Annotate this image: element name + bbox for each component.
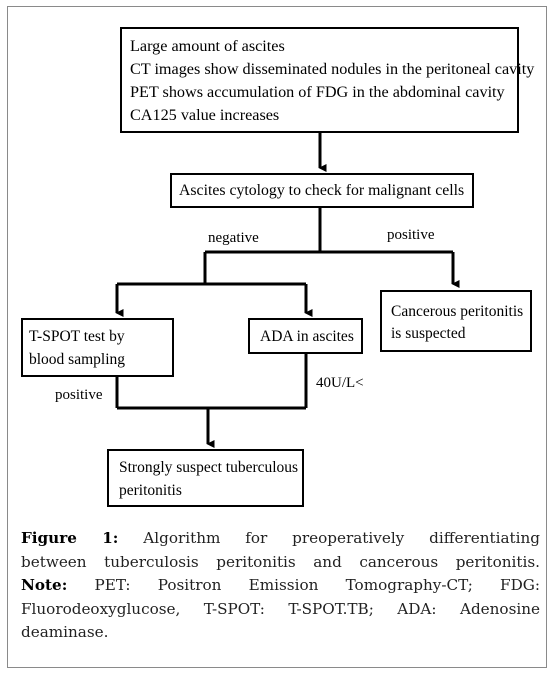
tspot-box: T-SPOT test by blood sampling (21, 318, 174, 377)
positive-label-right: positive (387, 227, 435, 243)
positive-label-left: positive (55, 387, 103, 403)
note-label: Note: (21, 576, 68, 594)
finding-ascites: Large amount of ascites (130, 37, 285, 55)
figure-label: Figure 1: (21, 529, 119, 547)
caption-note-line2: Fluorodeoxyglucose, T-SPOT: T-SPOT.TB; A… (21, 599, 540, 618)
ada-box: ADA in ascites (248, 318, 363, 354)
finding-ct: CT images show disseminated nodules in t… (130, 60, 535, 78)
negative-label: negative (208, 230, 259, 246)
ada-threshold-label: 40U/L< (316, 375, 364, 391)
findings-box: Large amount of ascites CT images show d… (120, 27, 535, 133)
finding-pet: PET shows accumulation of FDG in the abd… (130, 83, 505, 101)
cancerous-peritonitis-box: Cancerous peritonitis is suspected (380, 290, 532, 352)
tuberculous-peritonitis-box: Strongly suspect tuberculous peritonitis (107, 449, 304, 507)
caption-title-line2: between tuberculosis peritonitis and can… (21, 552, 540, 571)
figure-frame (7, 6, 547, 668)
figure-caption: Figure 1: Algorithm for preoperatively d… (21, 527, 540, 645)
cytology-box: Ascites cytology to check for malignant … (170, 173, 474, 208)
caption-note-line1: Note: PET: Positron Emission Tomography-… (21, 576, 541, 594)
finding-ca125: CA125 value increases (130, 106, 280, 124)
caption-note-line3: deaminase. (21, 623, 109, 641)
caption-title-line1: Figure 1: Algorithm for preoperatively d… (21, 529, 541, 547)
